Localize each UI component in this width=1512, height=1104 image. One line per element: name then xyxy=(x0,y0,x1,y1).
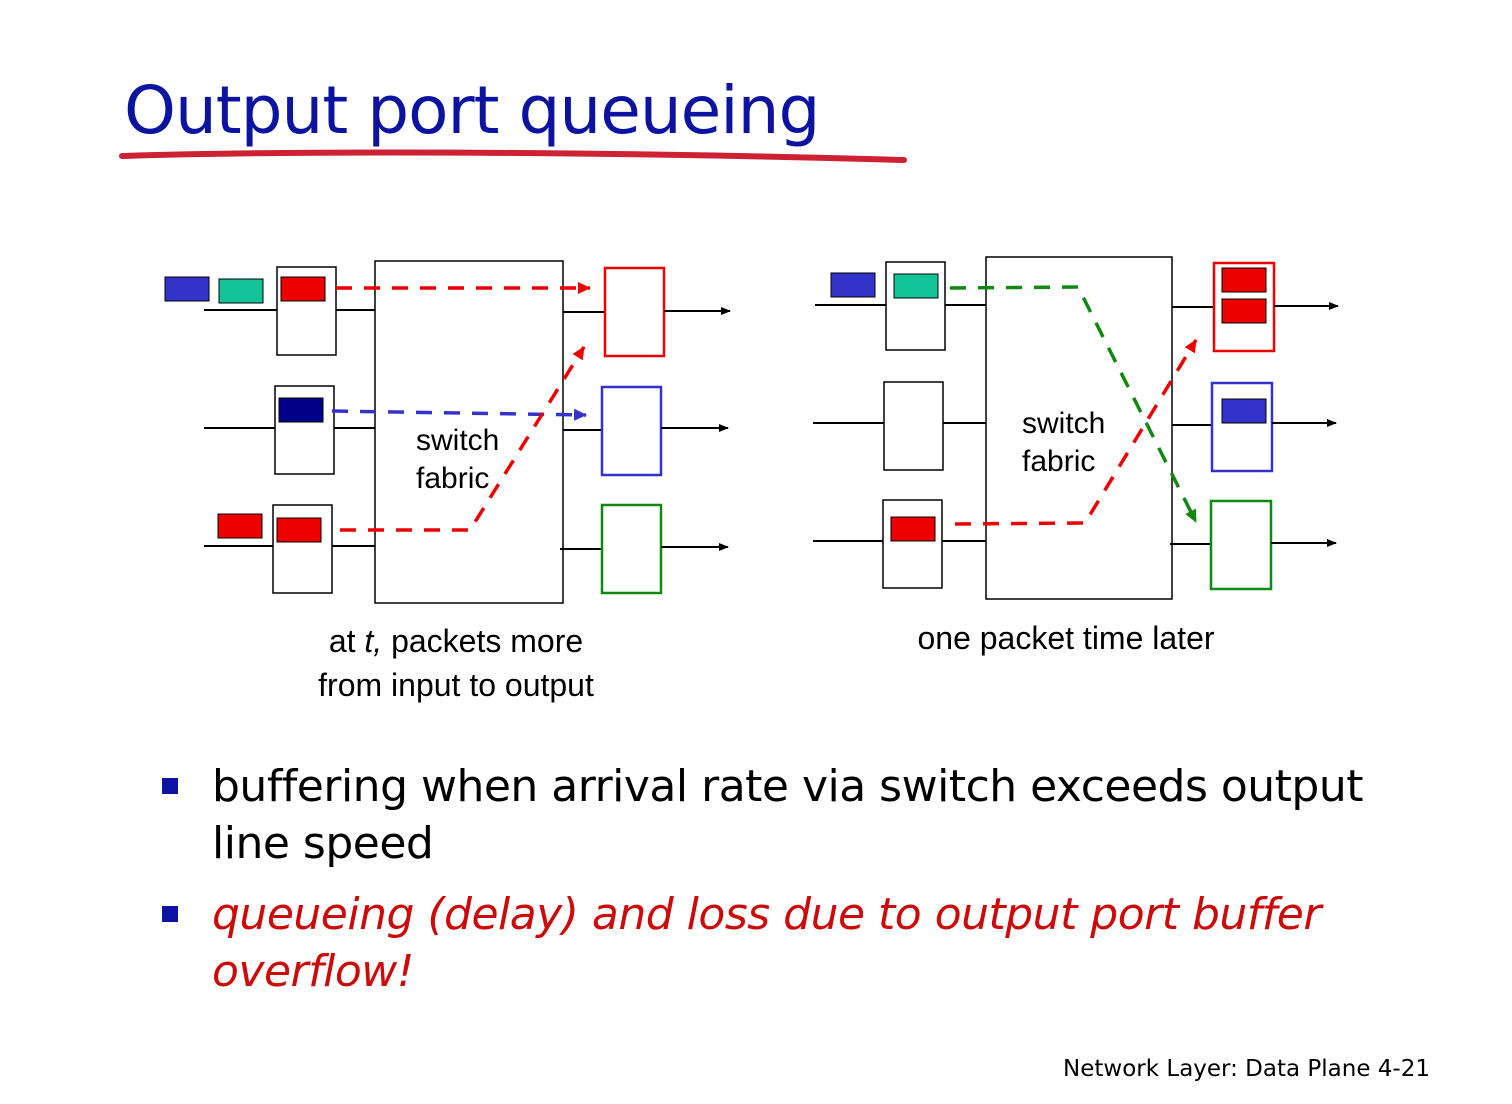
left-caption: at t, packets more from input to output xyxy=(256,619,656,707)
fabric-label-line: fabric xyxy=(416,462,490,495)
switch-fabric xyxy=(374,260,564,604)
input-port xyxy=(883,381,944,471)
title-underline xyxy=(119,149,907,163)
slide-title: Output port queueing xyxy=(124,72,820,149)
caption-text: packets more xyxy=(382,623,584,659)
right-fabric-label: switch fabric xyxy=(1022,405,1105,481)
packet-teal xyxy=(893,273,939,299)
left-fabric-label: switch fabric xyxy=(416,422,499,498)
slide-footer: Network Layer: Data Plane 4-21 xyxy=(1063,1056,1430,1082)
packet-blue xyxy=(830,272,876,298)
packet-darkblue xyxy=(278,397,324,423)
output-port-green xyxy=(1209,499,1273,591)
queued-packet-red xyxy=(1221,298,1267,324)
caption-line-1: at t, packets more xyxy=(256,619,656,663)
path-red xyxy=(954,339,1198,526)
right-router xyxy=(813,256,1339,600)
bullet-item: buffering when arrival rate via switch e… xyxy=(160,758,1420,872)
output-port-green xyxy=(600,503,663,595)
caption-time-variable: t, xyxy=(364,623,383,659)
output-port-blue xyxy=(600,385,663,477)
output-port-red xyxy=(603,266,666,358)
caption-text: at xyxy=(328,623,365,659)
queued-packet-red xyxy=(1221,267,1267,293)
input-port xyxy=(882,499,943,589)
left-router xyxy=(164,260,731,604)
fabric-label-line: fabric xyxy=(1022,445,1096,478)
bullet-text: buffering when arrival rate via switch e… xyxy=(212,761,1364,869)
packet-blue xyxy=(164,276,210,302)
bullet-list: buffering when arrival rate via switch e… xyxy=(160,758,1420,1014)
bullet-item: queueing (delay) and loss due to output … xyxy=(160,886,1420,1000)
packet-red xyxy=(276,517,322,543)
caption-line-1: one packet time later xyxy=(917,620,1215,656)
packet-red xyxy=(217,513,263,539)
output-queueing-diagram xyxy=(164,256,1339,604)
caption-line-2: from input to output xyxy=(318,667,594,703)
queued-packet-blue xyxy=(1221,398,1267,424)
path-green xyxy=(949,285,1198,523)
right-caption: one packet time later xyxy=(866,616,1266,660)
bullet-text: queueing (delay) and loss due to output … xyxy=(212,889,1321,997)
packet-red xyxy=(890,516,936,542)
switch-fabric xyxy=(985,256,1173,600)
bullet-square-icon xyxy=(162,778,178,794)
output-port-blue xyxy=(1210,381,1274,473)
packet-teal xyxy=(218,278,264,304)
fabric-label-line: switch xyxy=(1022,407,1106,440)
path-red-bottom xyxy=(340,346,586,532)
bullet-square-icon xyxy=(162,906,178,922)
packet-red xyxy=(280,276,326,302)
fabric-label-line: switch xyxy=(416,424,500,457)
